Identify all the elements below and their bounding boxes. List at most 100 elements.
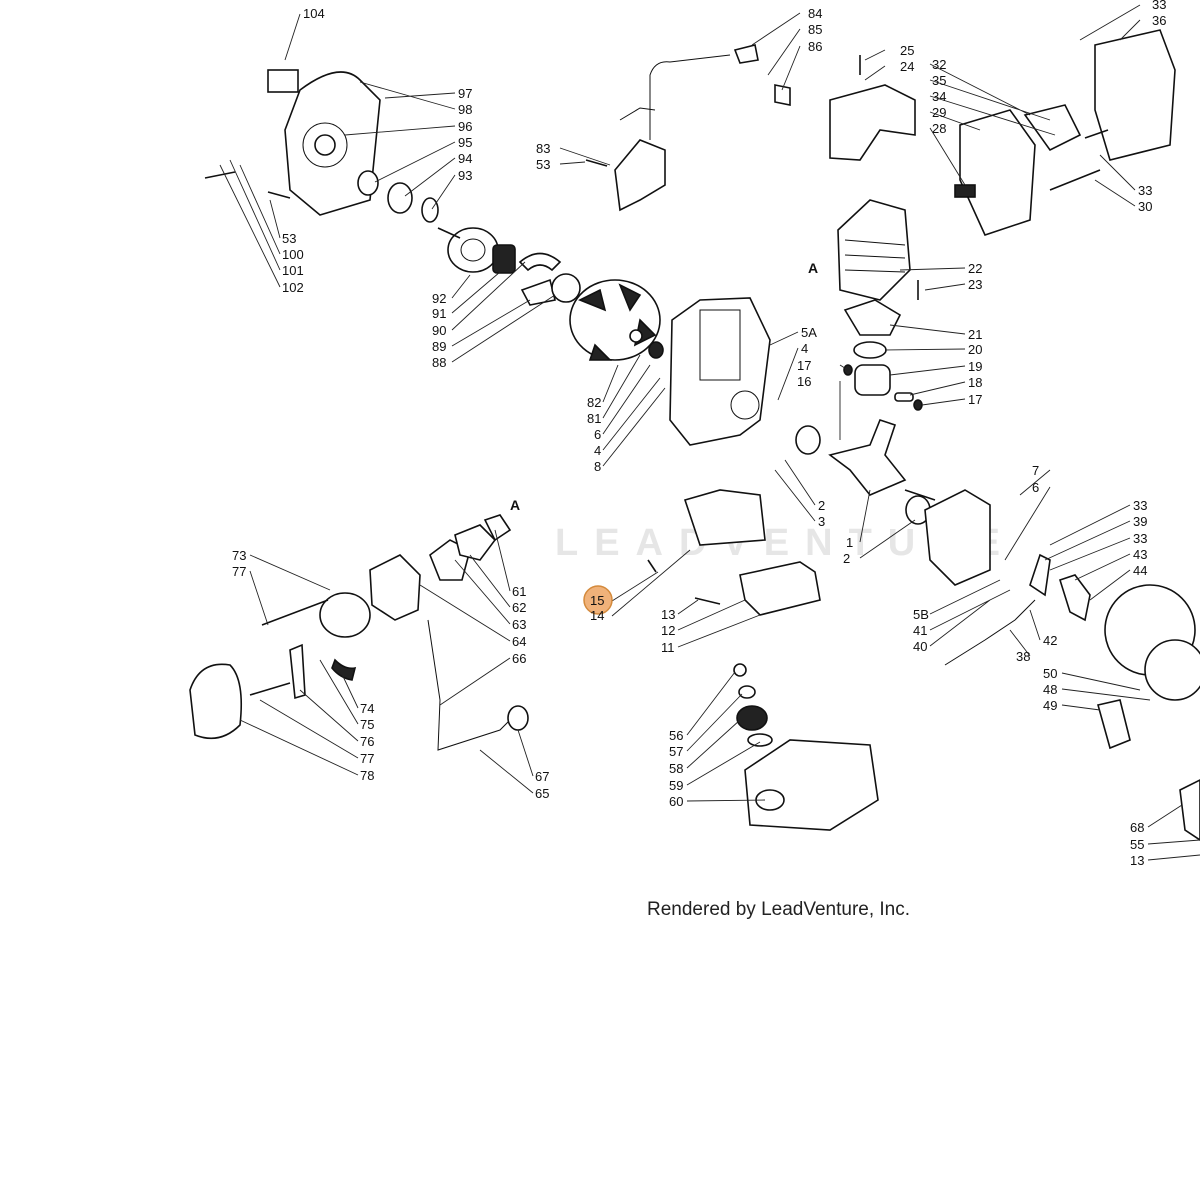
callout-4[interactable]: 4 bbox=[594, 443, 601, 458]
callout-56[interactable]: 56 bbox=[669, 728, 683, 743]
callout-19[interactable]: 19 bbox=[968, 359, 982, 374]
choke-lever-part bbox=[289, 643, 306, 700]
callout-17b[interactable]: 17 bbox=[797, 358, 811, 373]
callout-33b[interactable]: 33 bbox=[1138, 183, 1152, 198]
callout-15[interactable]: 15 bbox=[590, 593, 604, 608]
callout-60[interactable]: 60 bbox=[669, 794, 683, 809]
callout-34[interactable]: 34 bbox=[932, 89, 946, 104]
callout-11[interactable]: 11 bbox=[661, 640, 675, 655]
crankshaft-part bbox=[828, 419, 907, 496]
callout-75[interactable]: 75 bbox=[360, 717, 374, 732]
callout-94[interactable]: 94 bbox=[458, 151, 472, 166]
callout-23[interactable]: 23 bbox=[968, 277, 982, 292]
callout-77b[interactable]: 77 bbox=[360, 751, 374, 766]
callout-38[interactable]: 38 bbox=[1016, 649, 1030, 664]
callout-86[interactable]: 86 bbox=[808, 39, 822, 54]
callout-8[interactable]: 8 bbox=[594, 459, 601, 474]
callout-93[interactable]: 93 bbox=[458, 168, 472, 183]
callout-7[interactable]: 7 bbox=[1032, 463, 1039, 478]
callout-21[interactable]: 21 bbox=[968, 327, 982, 342]
credit-text: Rendered by LeadVenture, Inc. bbox=[647, 899, 910, 920]
callout-58[interactable]: 58 bbox=[669, 761, 683, 776]
callout-95[interactable]: 95 bbox=[458, 135, 472, 150]
callout-28[interactable]: 28 bbox=[932, 121, 946, 136]
callout-13a[interactable]: 13 bbox=[661, 607, 675, 622]
callout-82[interactable]: 82 bbox=[587, 395, 601, 410]
callout-65[interactable]: 65 bbox=[535, 786, 549, 801]
callout-29[interactable]: 29 bbox=[932, 105, 946, 120]
callout-88[interactable]: 88 bbox=[432, 355, 446, 370]
callout-12[interactable]: 12 bbox=[661, 623, 675, 638]
callout-67[interactable]: 67 bbox=[535, 769, 549, 784]
callout-57[interactable]: 57 bbox=[669, 744, 683, 759]
callout-32[interactable]: 32 bbox=[932, 57, 946, 72]
callout-89[interactable]: 89 bbox=[432, 339, 446, 354]
callout-25[interactable]: 25 bbox=[900, 43, 914, 58]
callout-13b[interactable]: 13 bbox=[1130, 853, 1144, 868]
callout-33d[interactable]: 33 bbox=[1133, 531, 1147, 546]
callout-66[interactable]: 66 bbox=[512, 651, 526, 666]
callout-20[interactable]: 20 bbox=[968, 342, 982, 357]
callout-62[interactable]: 62 bbox=[512, 600, 526, 615]
callout-85[interactable]: 85 bbox=[808, 22, 822, 37]
callout-96[interactable]: 96 bbox=[458, 119, 472, 134]
callout-61[interactable]: 61 bbox=[512, 584, 526, 599]
callout-73[interactable]: 73 bbox=[232, 548, 246, 563]
callout-1[interactable]: 1 bbox=[846, 535, 853, 550]
callout-68[interactable]: 68 bbox=[1130, 820, 1144, 835]
callout-18[interactable]: 18 bbox=[968, 375, 982, 390]
selected-part-highlight[interactable] bbox=[583, 585, 613, 615]
callout-30[interactable]: 30 bbox=[1138, 199, 1152, 214]
callout-44[interactable]: 44 bbox=[1133, 563, 1147, 578]
callout-76[interactable]: 76 bbox=[360, 734, 374, 749]
callout-14[interactable]: 14 bbox=[590, 608, 604, 623]
callout-102[interactable]: 102 bbox=[282, 280, 304, 295]
callout-78[interactable]: 78 bbox=[360, 768, 374, 783]
flywheel-part bbox=[569, 279, 661, 361]
callout-5b[interactable]: 5B bbox=[913, 607, 929, 622]
callout-36[interactable]: 36 bbox=[1152, 13, 1166, 28]
callout-42[interactable]: 42 bbox=[1043, 633, 1057, 648]
callout-92[interactable]: 92 bbox=[432, 291, 446, 306]
callout-24[interactable]: 24 bbox=[900, 59, 914, 74]
callout-4b[interactable]: 4 bbox=[801, 341, 808, 356]
callout-53[interactable]: 53 bbox=[282, 231, 296, 246]
callout-74[interactable]: 74 bbox=[360, 701, 374, 716]
callout-91[interactable]: 91 bbox=[432, 306, 446, 321]
callout-43[interactable]: 43 bbox=[1133, 547, 1147, 562]
callout-5a[interactable]: 5A bbox=[801, 325, 817, 340]
callout-17a[interactable]: 17 bbox=[968, 392, 982, 407]
callout-3[interactable]: 3 bbox=[818, 514, 825, 529]
callout-22[interactable]: 22 bbox=[968, 261, 982, 276]
callout-98[interactable]: 98 bbox=[458, 102, 472, 117]
callout-6b[interactable]: 6 bbox=[1032, 480, 1039, 495]
callout-53b[interactable]: 53 bbox=[536, 157, 550, 172]
callout-50[interactable]: 50 bbox=[1043, 666, 1057, 681]
callout-77a[interactable]: 77 bbox=[232, 564, 246, 579]
callout-40[interactable]: 40 bbox=[913, 639, 927, 654]
callout-48[interactable]: 48 bbox=[1043, 682, 1057, 697]
callout-101[interactable]: 101 bbox=[282, 263, 304, 278]
callout-55[interactable]: 55 bbox=[1130, 837, 1144, 852]
callout-97[interactable]: 97 bbox=[458, 86, 472, 101]
callout-83[interactable]: 83 bbox=[536, 141, 550, 156]
callout-35[interactable]: 35 bbox=[932, 73, 946, 88]
callout-104[interactable]: 104 bbox=[303, 6, 325, 21]
callout-16[interactable]: 16 bbox=[797, 374, 811, 389]
callout-90[interactable]: 90 bbox=[432, 323, 446, 338]
callout-81[interactable]: 81 bbox=[587, 411, 601, 426]
callout-2b[interactable]: 2 bbox=[843, 551, 850, 566]
decal-part bbox=[267, 69, 299, 93]
callout-6[interactable]: 6 bbox=[594, 427, 601, 442]
callout-33c[interactable]: 33 bbox=[1133, 498, 1147, 513]
callout-64[interactable]: 64 bbox=[512, 634, 526, 649]
callout-100[interactable]: 100 bbox=[282, 247, 304, 262]
callout-59[interactable]: 59 bbox=[669, 778, 683, 793]
callout-33a[interactable]: 33 bbox=[1152, 0, 1166, 12]
callout-63[interactable]: 63 bbox=[512, 617, 526, 632]
callout-39[interactable]: 39 bbox=[1133, 514, 1147, 529]
callout-2a[interactable]: 2 bbox=[818, 498, 825, 513]
callout-84[interactable]: 84 bbox=[808, 6, 822, 21]
callout-41[interactable]: 41 bbox=[913, 623, 927, 638]
callout-49[interactable]: 49 bbox=[1043, 698, 1057, 713]
